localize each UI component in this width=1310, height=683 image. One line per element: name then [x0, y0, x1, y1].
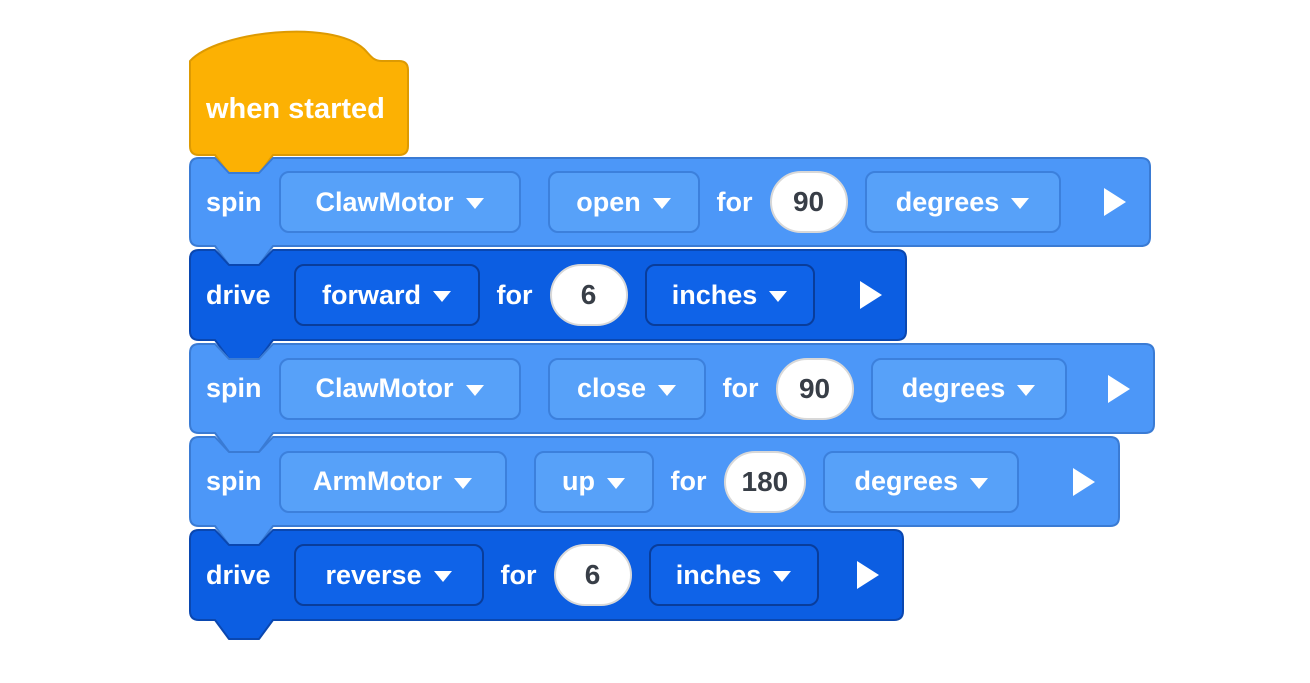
unit-dropdown[interactable]: degrees	[823, 450, 1020, 513]
direction-dropdown-value: open	[576, 186, 641, 217]
motor-dropdown[interactable]: ArmMotor	[278, 450, 507, 513]
value-input[interactable]: 90	[775, 357, 854, 420]
drive-label: drive	[206, 279, 271, 310]
dropdown-arrow-icon	[1017, 384, 1036, 396]
motor-dropdown-value: ArmMotor	[313, 466, 443, 496]
when-started-label: when started	[206, 92, 385, 125]
dropdown-arrow-icon	[773, 571, 792, 582]
for-label: for	[500, 559, 537, 590]
unit-dropdown[interactable]: degrees	[864, 171, 1061, 233]
value-text: 180	[741, 465, 789, 497]
for-label: for	[496, 279, 533, 310]
value-text: 90	[798, 372, 831, 404]
spin-label: spin	[206, 373, 262, 403]
direction-dropdown[interactable]: close	[547, 357, 706, 420]
block-spin-armmotor-up[interactable]: spin ArmMotor up for 180 degrees	[189, 436, 1120, 546]
value-input[interactable]: 180	[723, 450, 807, 513]
unit-dropdown-value: inches	[675, 559, 762, 590]
play-icon[interactable]	[857, 561, 879, 589]
direction-dropdown-value: up	[562, 466, 596, 496]
unit-dropdown[interactable]: inches	[648, 544, 819, 606]
dropdown-arrow-icon	[769, 291, 788, 302]
play-icon[interactable]	[1104, 188, 1126, 216]
for-label: for	[670, 466, 707, 496]
dropdown-arrow-icon	[433, 571, 452, 582]
block-spin-clawmotor-open[interactable]: spin ClawMotor open for 90 degrees	[189, 157, 1151, 266]
play-icon[interactable]	[1108, 374, 1130, 403]
dropdown-arrow-icon	[454, 477, 473, 489]
unit-dropdown-value: inches	[671, 279, 758, 310]
direction-dropdown-value: reverse	[325, 559, 422, 590]
direction-dropdown[interactable]: forward	[293, 264, 480, 326]
dropdown-arrow-icon	[970, 477, 989, 489]
unit-dropdown[interactable]: inches	[644, 264, 815, 326]
drive-label: drive	[206, 559, 271, 590]
dropdown-arrow-icon	[652, 198, 671, 209]
unit-dropdown-value: degrees	[854, 466, 959, 496]
block-drive-reverse[interactable]: drive reverse for 6 inches	[189, 529, 904, 640]
value-text: 6	[584, 559, 601, 590]
for-label: for	[722, 373, 759, 403]
value-text: 6	[580, 279, 597, 310]
unit-dropdown-value: degrees	[901, 373, 1006, 403]
unit-dropdown-value: degrees	[895, 186, 1000, 217]
value-input[interactable]: 6	[549, 264, 628, 326]
value-input[interactable]: 6	[553, 544, 632, 606]
play-icon[interactable]	[860, 281, 882, 309]
dropdown-arrow-icon	[433, 291, 452, 302]
direction-dropdown[interactable]: reverse	[293, 544, 484, 606]
dropdown-arrow-icon	[465, 198, 484, 209]
play-icon[interactable]	[1073, 467, 1095, 496]
dropdown-arrow-icon	[607, 477, 626, 489]
motor-dropdown[interactable]: ClawMotor	[278, 357, 521, 420]
direction-dropdown[interactable]: up	[533, 450, 654, 513]
dropdown-arrow-icon	[1011, 198, 1030, 209]
direction-dropdown-value: forward	[322, 279, 422, 310]
motor-dropdown[interactable]: ClawMotor	[278, 171, 521, 233]
dropdown-arrow-icon	[658, 384, 677, 396]
spin-label: spin	[206, 466, 262, 496]
for-label: for	[716, 186, 753, 217]
unit-dropdown[interactable]: degrees	[870, 357, 1067, 420]
block-drive-forward[interactable]: drive forward for 6 inches	[189, 249, 907, 360]
value-text: 90	[792, 186, 825, 217]
motor-dropdown-value: ClawMotor	[315, 373, 454, 403]
direction-dropdown[interactable]: open	[547, 171, 700, 233]
spin-label: spin	[206, 186, 262, 217]
motor-dropdown-value: ClawMotor	[315, 186, 454, 217]
value-input[interactable]: 90	[769, 171, 848, 233]
block-when-started[interactable]: when started	[189, 27, 409, 175]
dropdown-arrow-icon	[465, 384, 484, 396]
direction-dropdown-value: close	[576, 373, 647, 403]
block-spin-clawmotor-close[interactable]: spin ClawMotor close for 90 degrees	[189, 343, 1155, 453]
